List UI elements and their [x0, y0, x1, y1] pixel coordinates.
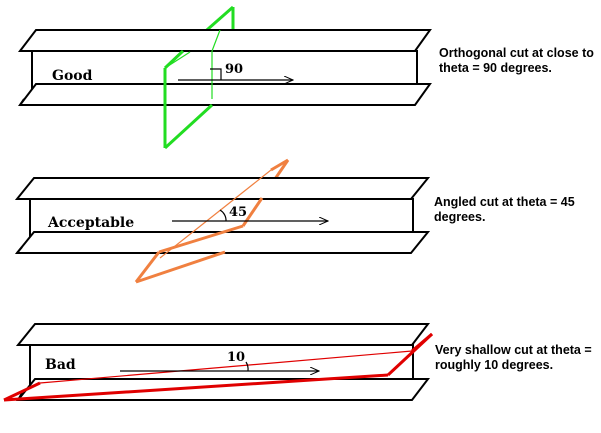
- cut-plane-good-front: [163, 29, 221, 150]
- i-beam-acceptable: [14, 177, 431, 254]
- angle-value-good: 90: [225, 62, 243, 77]
- cut-plane-bad: [3, 332, 434, 402]
- beam-label-good: Good: [52, 68, 93, 84]
- cut-plane-acceptable-front: [134, 169, 272, 284]
- angle-arc-bad: [245, 361, 249, 372]
- panel-bad: Bad 10: [3, 323, 434, 402]
- beam-label-bad: Bad: [45, 357, 76, 373]
- beam-label-acceptable: Acceptable: [47, 215, 134, 231]
- panel-acceptable: Acceptable 45: [14, 158, 431, 284]
- angle-marker-good: [210, 68, 222, 80]
- caption-acceptable: Angled cut at theta = 45 degrees.: [434, 195, 575, 224]
- caption-good: Orthogonal cut at close to theta = 90 de…: [439, 46, 594, 75]
- panel-good: Good 90: [17, 5, 432, 150]
- angle-value-bad: 10: [227, 350, 245, 365]
- angle-value-acceptable: 45: [229, 205, 247, 220]
- angle-arc-acceptable: [219, 209, 227, 222]
- i-beam-good: [17, 29, 432, 106]
- caption-bad: Very shallow cut at theta = roughly 10 d…: [435, 343, 592, 372]
- i-beam-bad: [15, 323, 431, 401]
